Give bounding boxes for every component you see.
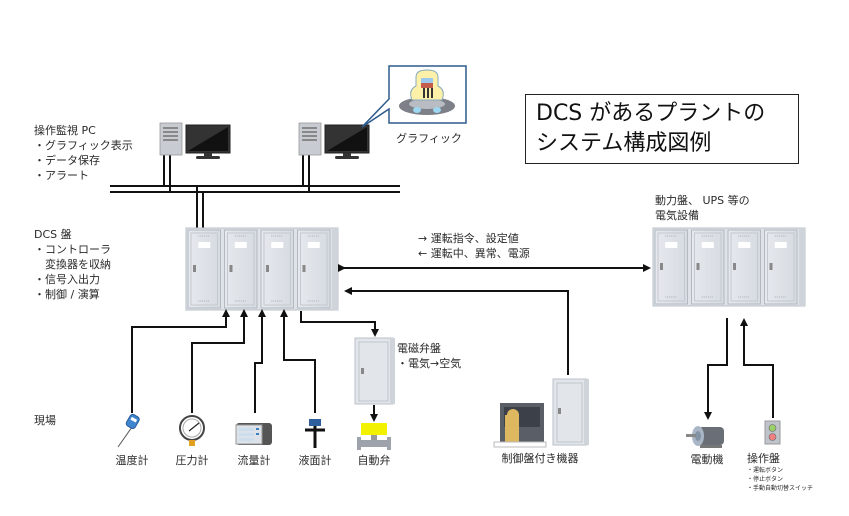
- operator-pc-item: ・グラフィック表示: [34, 139, 133, 152]
- operation-panel-item: ・停止ボタン: [747, 476, 784, 483]
- solenoid-panel-label: 電磁弁盤 ・電気→空気: [397, 341, 461, 371]
- diagram-title: DCS があるプラントの システム構成図例: [525, 94, 799, 164]
- operator-pc-2: [298, 122, 370, 159]
- instrument-label-level: 液面計: [298, 454, 332, 467]
- pressure-gauge-icon: [179, 415, 205, 446]
- solenoid-panel-heading: 電磁弁盤: [397, 342, 441, 355]
- signal-description: → 運転指令、設定値 ← 運転中、異常、電源: [418, 231, 530, 261]
- motor-label: 電動機: [690, 453, 724, 466]
- level-wire: [280, 309, 316, 413]
- operator-pc-item: ・データ保存: [34, 154, 100, 167]
- instrument-label-pressure: 圧力計: [175, 454, 209, 467]
- signal-forward: → 運転指令、設定値: [418, 232, 519, 245]
- plant-reactor-icon: [399, 69, 455, 115]
- operation-panel-icon: [764, 420, 781, 445]
- operator-pc-heading: 操作監視 PC: [34, 124, 96, 137]
- equipment-return-line: [344, 287, 569, 375]
- operation-panel-item: ・運転ボタン: [747, 467, 784, 474]
- controlled-equipment-icon: [493, 378, 589, 448]
- cabinet-door: [691, 229, 725, 305]
- cabinet-door: [654, 229, 688, 305]
- operator-pc-label: 操作監視 PC ・グラフィック表示 ・データ保存 ・アラート: [34, 123, 133, 183]
- power-panel-label: 動力盤、 UPS 等の 電気設備: [655, 193, 750, 223]
- flow-wire: [254, 309, 266, 413]
- pressure-wire: [191, 309, 248, 413]
- dcs-panel-item: 変換器を収納: [34, 258, 111, 271]
- dcs-panel-heading: DCS 盤: [34, 228, 72, 241]
- solenoid-valve-panel: [354, 337, 395, 405]
- operation-panel-label: 操作盤 ・運転ボタン ・停止ボタン ・手動自動切替スイッチ: [747, 451, 813, 493]
- instrument-label-temperature: 温度計: [115, 454, 149, 467]
- title-line-1: DCS があるプラントの: [536, 101, 766, 126]
- field-heading: 現場: [34, 414, 56, 427]
- solenoid-panel-item: ・電気→空気: [397, 357, 462, 370]
- cabinet-door: [727, 229, 761, 305]
- instrument-label-valve: 自動弁: [357, 454, 391, 467]
- dcs-panel-item: ・信号入出力: [34, 273, 100, 286]
- cabinet-door: [224, 229, 258, 309]
- network-bus: [110, 155, 400, 228]
- thermometer-icon: [117, 413, 140, 448]
- controlled-equipment-label: 制御盤付き機器: [501, 452, 579, 465]
- motor-wire: [704, 318, 728, 420]
- cabinet-door: [260, 229, 294, 309]
- cabinet-door: [187, 229, 221, 309]
- dcs-panel-item: ・コントローラ: [34, 243, 111, 256]
- cabinet-door: [297, 229, 331, 309]
- flow-meter-icon: [235, 423, 272, 445]
- temperature-wire: [131, 309, 230, 413]
- operator-pc-1: [159, 122, 231, 159]
- control-valve-icon: [357, 423, 391, 450]
- level-gauge-icon: [305, 419, 325, 448]
- op-panel-wire: [740, 318, 774, 418]
- operation-panel-heading: 操作盤: [747, 452, 780, 465]
- power-panel-line-1: 動力盤、 UPS 等の: [655, 194, 750, 207]
- dcs-cabinets: [185, 227, 339, 311]
- cabinet-door: [764, 229, 798, 305]
- signal-backward: ← 運転中、異常、電源: [418, 247, 530, 260]
- solenoid-wire: [300, 311, 379, 337]
- dcs-panel-item: ・制御 / 演算: [34, 288, 100, 301]
- graphic-label: グラフィック: [396, 132, 462, 145]
- power-panel-line-2: 電気設備: [655, 209, 699, 222]
- operation-panel-item: ・手動自動切替スイッチ: [747, 485, 814, 492]
- power-cabinets: [652, 227, 806, 307]
- motor-icon: [686, 426, 724, 448]
- graphic-callout: [361, 65, 467, 128]
- instrument-label-flow: 流量計: [237, 454, 271, 467]
- operator-pc-item: ・アラート: [34, 169, 89, 182]
- dcs-panel-label: DCS 盤 ・コントローラ 変換器を収納 ・信号入出力 ・制御 / 演算: [34, 227, 111, 302]
- title-line-2: システム構成図例: [536, 131, 712, 156]
